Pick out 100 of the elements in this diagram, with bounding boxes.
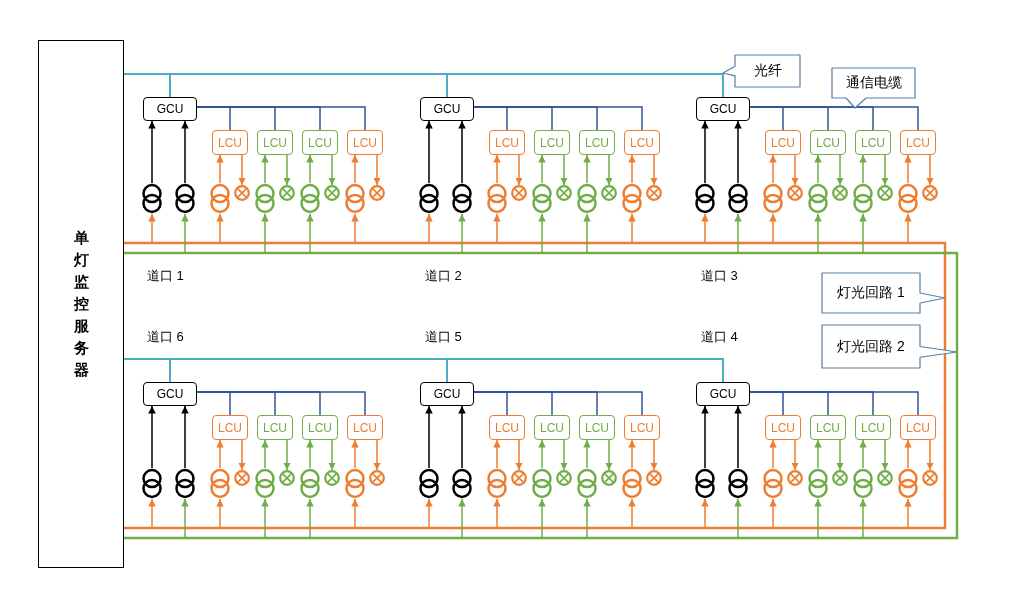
lamp-symbol bbox=[877, 470, 893, 486]
arrow bbox=[769, 498, 777, 529]
transformer-symbol bbox=[808, 183, 828, 214]
arrow bbox=[859, 213, 867, 254]
controller-box: LCU bbox=[900, 415, 936, 440]
transformer-symbol bbox=[808, 468, 828, 499]
arrow bbox=[181, 213, 189, 254]
arrow bbox=[538, 439, 546, 469]
arrow bbox=[351, 498, 359, 529]
controller-box: GCU bbox=[696, 97, 750, 121]
arrow bbox=[493, 154, 501, 184]
arrow bbox=[734, 120, 742, 184]
controller-box: LCU bbox=[624, 130, 660, 155]
transformer-symbol bbox=[532, 183, 552, 214]
arrow bbox=[538, 498, 546, 539]
callout-bubble: 灯光回路 1 bbox=[822, 273, 945, 313]
connector-line bbox=[196, 391, 366, 416]
arrow bbox=[734, 405, 742, 469]
lamp-symbol bbox=[877, 185, 893, 201]
controller-box: LCU bbox=[347, 130, 383, 155]
transformer-symbol bbox=[853, 183, 873, 214]
lamp-symbol bbox=[601, 470, 617, 486]
transformer-symbol bbox=[175, 468, 195, 499]
arrow bbox=[328, 154, 336, 186]
arrow bbox=[181, 498, 189, 539]
transformer-symbol bbox=[255, 183, 275, 214]
controller-box: LCU bbox=[765, 130, 801, 155]
arrow bbox=[328, 439, 336, 471]
lamp-symbol bbox=[279, 185, 295, 201]
transformer-symbol bbox=[487, 183, 507, 214]
arrow bbox=[628, 439, 636, 469]
lamp-symbol bbox=[369, 185, 385, 201]
crossing-label: 道口 5 bbox=[425, 328, 462, 346]
connector-line bbox=[473, 391, 643, 416]
arrow bbox=[148, 405, 156, 469]
arrow bbox=[238, 439, 246, 471]
arrow bbox=[425, 120, 433, 184]
controller-box: GCU bbox=[143, 382, 197, 406]
arrow bbox=[493, 498, 501, 529]
arrow bbox=[859, 154, 867, 184]
arrow bbox=[458, 213, 466, 254]
arrow bbox=[734, 213, 742, 254]
arrow bbox=[181, 120, 189, 184]
arrow bbox=[351, 439, 359, 469]
lamp-symbol bbox=[646, 470, 662, 486]
controller-box: GCU bbox=[420, 382, 474, 406]
transformer-symbol bbox=[175, 183, 195, 214]
arrow bbox=[926, 439, 934, 471]
controller-box: GCU bbox=[696, 382, 750, 406]
arrow bbox=[791, 154, 799, 186]
lamp-symbol bbox=[556, 470, 572, 486]
arrow bbox=[458, 498, 466, 539]
crossing-label: 道口 1 bbox=[147, 267, 184, 285]
lamp-symbol bbox=[556, 185, 572, 201]
lamp-symbol bbox=[511, 470, 527, 486]
lamp-symbol bbox=[832, 185, 848, 201]
transformer-symbol bbox=[255, 468, 275, 499]
arrow bbox=[261, 213, 269, 254]
arrow bbox=[701, 213, 709, 244]
lamp-symbol bbox=[324, 185, 340, 201]
controller-box: LCU bbox=[489, 415, 525, 440]
lamp-symbol bbox=[787, 185, 803, 201]
arrow bbox=[493, 439, 501, 469]
arrow bbox=[814, 498, 822, 539]
arrow bbox=[515, 439, 523, 471]
transformer-symbol bbox=[532, 468, 552, 499]
crossing-label: 道口 3 bbox=[701, 267, 738, 285]
transformer-symbol bbox=[622, 183, 642, 214]
controller-box: LCU bbox=[489, 130, 525, 155]
transformer-symbol bbox=[419, 468, 439, 499]
controller-box: LCU bbox=[347, 415, 383, 440]
arrow bbox=[425, 213, 433, 244]
transformer-symbol bbox=[728, 183, 748, 214]
lamp-symbol bbox=[787, 470, 803, 486]
arrow bbox=[859, 439, 867, 469]
lamp-symbol bbox=[832, 470, 848, 486]
arrow bbox=[306, 439, 314, 469]
arrow bbox=[814, 439, 822, 469]
arrow bbox=[701, 498, 709, 529]
transformer-symbol bbox=[898, 468, 918, 499]
controller-box: LCU bbox=[212, 130, 248, 155]
lamp-symbol bbox=[279, 470, 295, 486]
lamp-symbol bbox=[369, 470, 385, 486]
callout-bubble: 通信电缆 bbox=[832, 68, 915, 108]
arrow bbox=[881, 154, 889, 186]
lamp-symbol bbox=[646, 185, 662, 201]
arrow bbox=[306, 498, 314, 539]
transformer-symbol bbox=[300, 183, 320, 214]
controller-box: LCU bbox=[900, 130, 936, 155]
lamp-symbol bbox=[511, 185, 527, 201]
controller-box: LCU bbox=[810, 130, 846, 155]
transformer-symbol bbox=[300, 468, 320, 499]
server-box: 单灯监控服务器 bbox=[38, 40, 124, 568]
arrow bbox=[373, 439, 381, 471]
arrow bbox=[769, 154, 777, 184]
arrow bbox=[458, 120, 466, 184]
arrow bbox=[628, 154, 636, 184]
arrow bbox=[306, 154, 314, 184]
controller-box: LCU bbox=[579, 415, 615, 440]
transformer-symbol bbox=[345, 183, 365, 214]
